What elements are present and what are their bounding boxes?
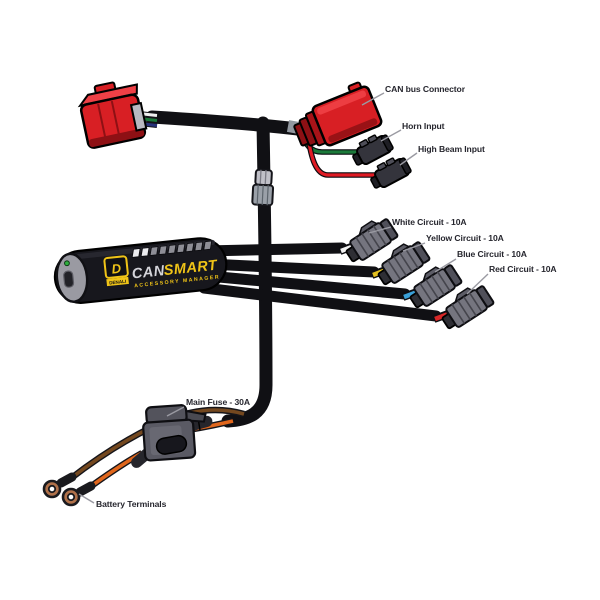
crimp-sleeve-brown: [56, 472, 77, 488]
pointer-battery: [78, 493, 95, 504]
fuse-window: [155, 434, 188, 455]
label-can-bus: CAN bus Connector: [385, 84, 466, 94]
pointer-main-fuse: [166, 406, 185, 417]
crimp-sleeve-orange: [75, 481, 96, 497]
blue-circuit-cable: [202, 270, 411, 300]
callout-pointers: [78, 92, 489, 504]
pointer-red-circuit: [466, 273, 489, 295]
battery-ring-terminal-2: [61, 487, 81, 507]
high-beam-input-connector: [370, 157, 412, 189]
label-blue-circuit: Blue Circuit - 10A: [457, 249, 527, 259]
label-battery-terminals: Battery Terminals: [96, 499, 167, 509]
pointer-white-circuit: [368, 226, 392, 234]
can-bus-connector: [293, 81, 383, 147]
battery-ring-terminal-1: [42, 479, 62, 499]
status-led: [64, 260, 70, 267]
label-horn-input: Horn Input: [402, 121, 445, 131]
denali-brand-text: DENALI: [109, 279, 127, 286]
yellow-circuit-cable: [202, 258, 380, 278]
pointer-yellow-circuit: [402, 242, 426, 252]
main-fuse-holder: [131, 404, 213, 468]
pointer-can-bus: [361, 92, 385, 106]
label-yellow-circuit: Yellow Circuit - 10A: [426, 233, 504, 243]
usb-port: [63, 270, 75, 288]
white-circuit-cable: [199, 242, 348, 257]
pointer-horn: [380, 129, 402, 142]
inline-connector: [251, 168, 275, 207]
label-high-beam-input: High Beam Input: [418, 144, 485, 154]
device-name-primary: CAN: [131, 263, 165, 282]
red-circuit-connector: [441, 285, 495, 330]
device-name-accent: SMART: [163, 258, 219, 280]
cansmart-device: D DENALI CAN SMART ACCESSORY MANAGER: [53, 237, 228, 304]
pointer-high-beam: [399, 152, 418, 166]
left-can-plug: [77, 81, 148, 149]
denali-logo: D DENALI: [103, 255, 129, 287]
yellow-circuit-connector: [377, 241, 431, 286]
red-circuit-cable: [198, 282, 442, 322]
horn-input-connector: [352, 134, 394, 166]
top-harness-cable: [145, 110, 305, 136]
label-red-circuit: Red Circuit - 10A: [489, 264, 557, 274]
status-segments: [131, 240, 213, 258]
white-circuit-connector: [345, 218, 399, 263]
pointer-blue-circuit: [434, 258, 457, 273]
label-white-circuit: White Circuit - 10A: [392, 217, 467, 227]
blue-circuit-connector: [409, 264, 463, 309]
denali-logo-letter: D: [111, 261, 123, 277]
label-main-fuse: Main Fuse - 30A: [186, 397, 250, 407]
